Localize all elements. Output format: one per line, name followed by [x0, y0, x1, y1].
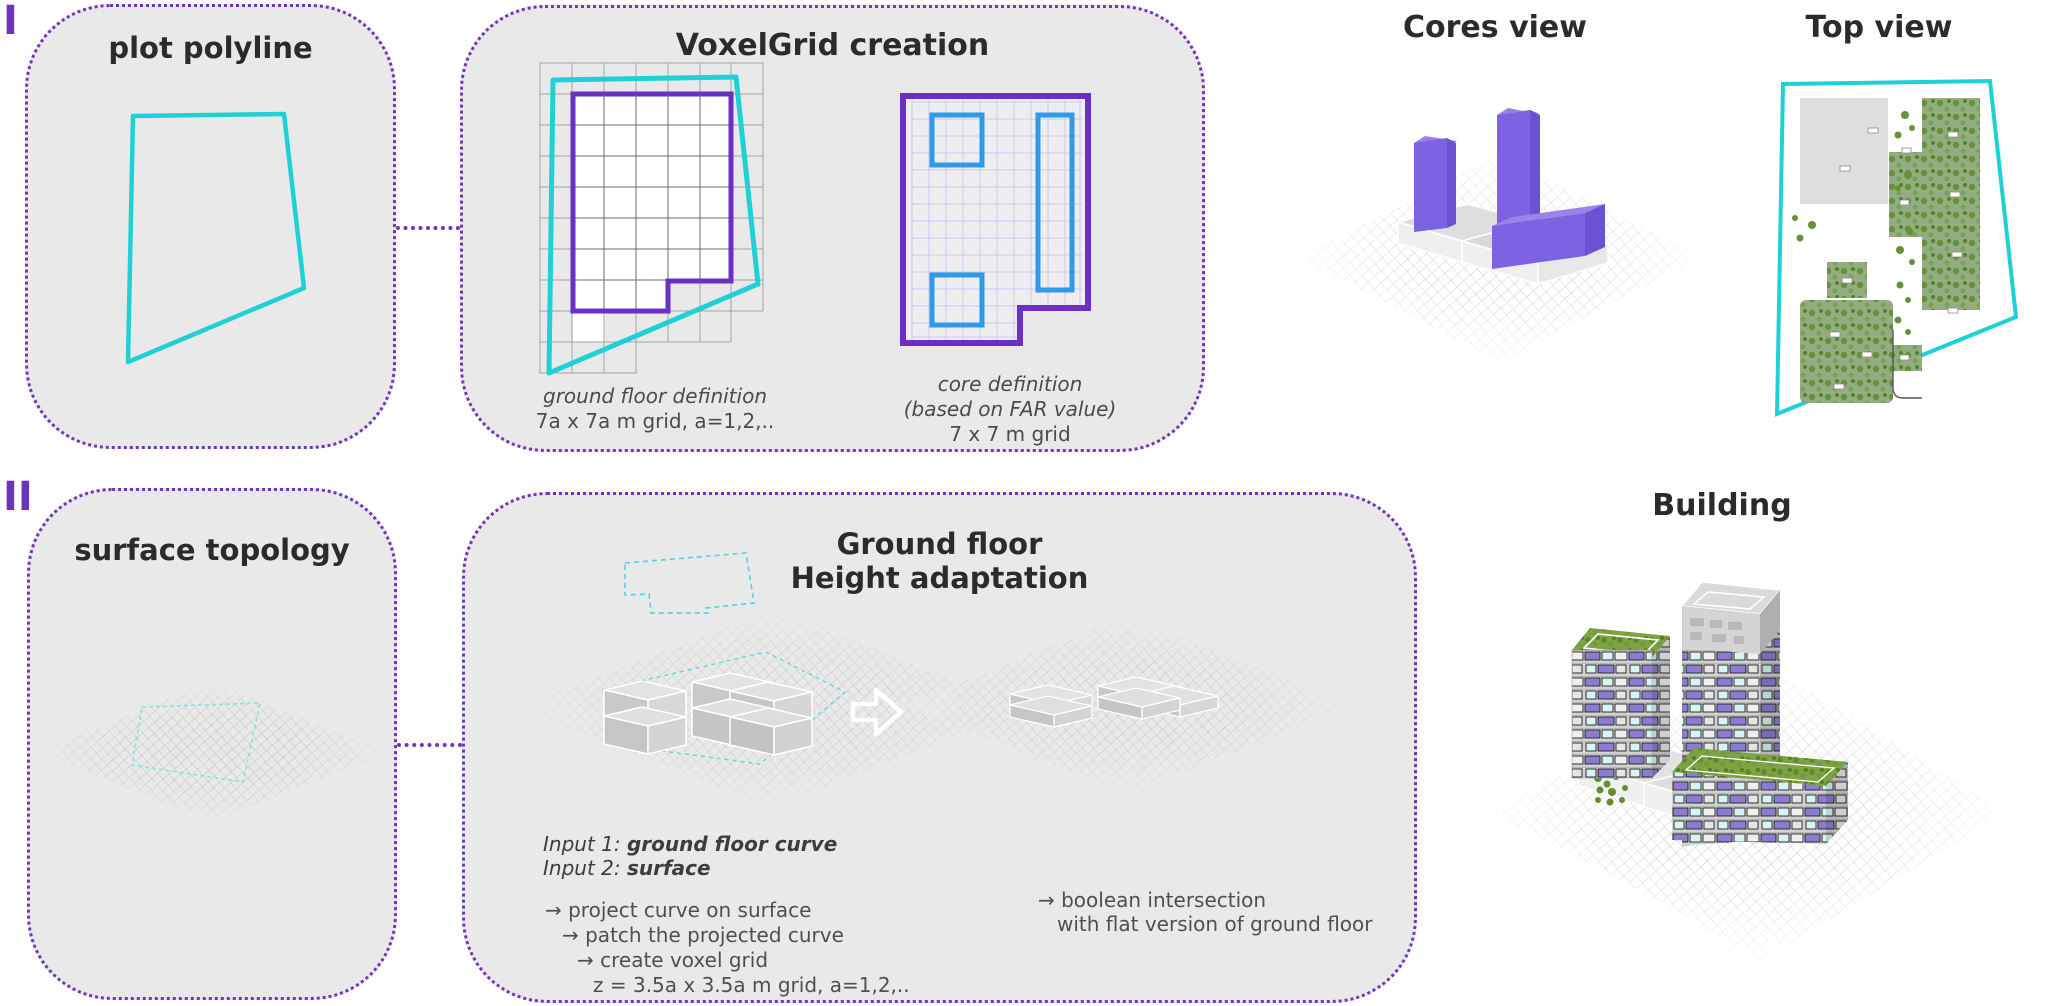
input1-label: Input 1: [543, 832, 621, 856]
row-2-numeral: II [3, 474, 33, 520]
ground-floor-title-line2: Height adaptation [790, 561, 1089, 595]
connector-row2 [397, 743, 462, 747]
surface-topology-title: surface topology [74, 533, 350, 567]
ground-floor-grid-figure [539, 62, 764, 376]
step-line: → project curve on surface [545, 898, 812, 922]
top-view-title: Top view [1805, 10, 1953, 45]
height-adaptation-figure [510, 552, 1358, 810]
input2-line: Input 2: surface [543, 856, 837, 880]
core-caption-line1: core definition [937, 372, 1083, 396]
connector-row1 [396, 226, 460, 230]
row-1-numeral: I [3, 0, 18, 44]
core-caption-line3: 7 x 7 m grid [949, 422, 1071, 446]
result-step-line: → boolean intersection [1038, 888, 1267, 912]
core-caption-line2: (based on FAR value) [903, 397, 1117, 421]
result-step-line: with flat version of ground floor [1057, 912, 1373, 936]
surface-topology-figure [34, 680, 390, 824]
ground-floor-caption-line1: ground floor definition [543, 384, 767, 408]
voxelgrid-title: VoxelGrid creation [675, 28, 990, 63]
building-figure [1490, 581, 2006, 962]
plot-polyline-figure [125, 111, 307, 365]
inputs-block: Input 1: ground floor curve Input 2: sur… [543, 832, 837, 880]
building-title: Building [1652, 488, 1792, 523]
ground-floor-caption: ground floor definition 7a x 7a m grid, … [520, 384, 790, 434]
result-steps-block: → boolean intersection with flat version… [1038, 888, 1373, 936]
cores-view-title: Cores view [1403, 10, 1587, 45]
top-view-figure [1774, 78, 2019, 417]
core-definition-figure [900, 93, 1091, 346]
step-line: → create voxel grid [577, 948, 769, 972]
input1-line: Input 1: ground floor curve [543, 832, 837, 856]
step-line: → patch the projected curve [562, 923, 844, 947]
input2-value: surface [626, 856, 711, 880]
input1-value: ground floor curve [626, 832, 838, 856]
steps-block: → project curve on surface → patch the p… [545, 898, 910, 998]
step-line: z = 3.5a x 3.5a m grid, a=1,2,.. [593, 973, 910, 997]
ground-floor-caption-line2: 7a x 7a m grid, a=1,2,.. [535, 409, 775, 433]
core-caption: core definition (based on FAR value) 7 x… [895, 372, 1125, 447]
input2-label: Input 2: [543, 856, 621, 880]
cores-view-figure [1295, 108, 1705, 364]
plot-polyline-panel: plot polyline [25, 4, 396, 449]
ground-floor-title-line1: Ground floor [836, 527, 1043, 561]
plot-polyline-title: plot polyline [108, 31, 313, 65]
